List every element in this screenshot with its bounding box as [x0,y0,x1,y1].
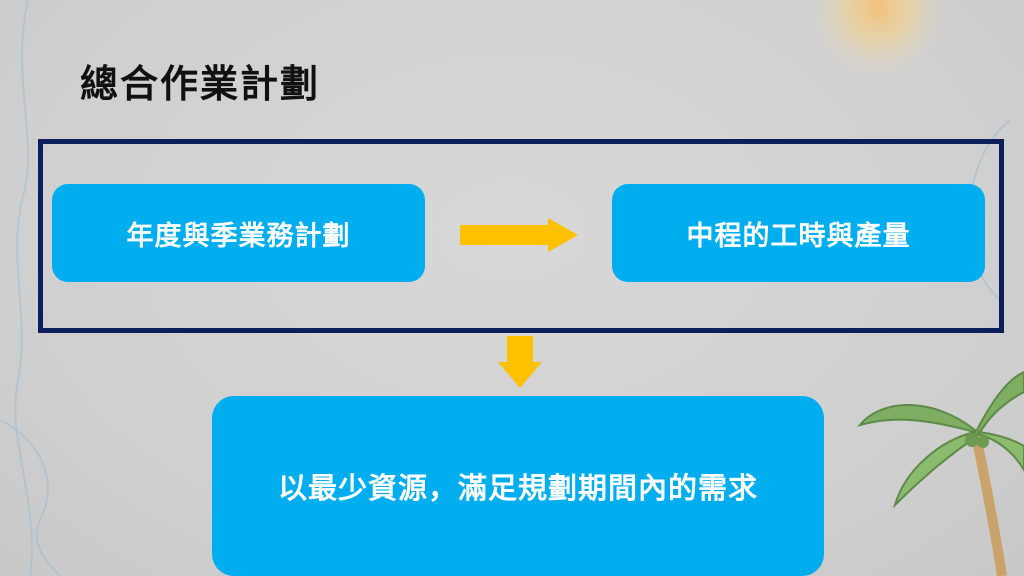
right-arrow-icon [460,218,578,252]
down-arrow-icon [498,336,542,388]
group-frame [38,139,1004,333]
node-midterm-hours-output: 中程的工時與產量 [612,184,985,282]
sun-icon [808,0,948,78]
node-annual-quarterly-plan: 年度與季業務計劃 [52,184,425,282]
slide-title: 總合作業計劃 [80,62,321,106]
node-goal-minimum-resources: 以最少資源，滿足規劃期間內的需求 [212,396,824,576]
palm-tree-icon [857,370,1024,576]
